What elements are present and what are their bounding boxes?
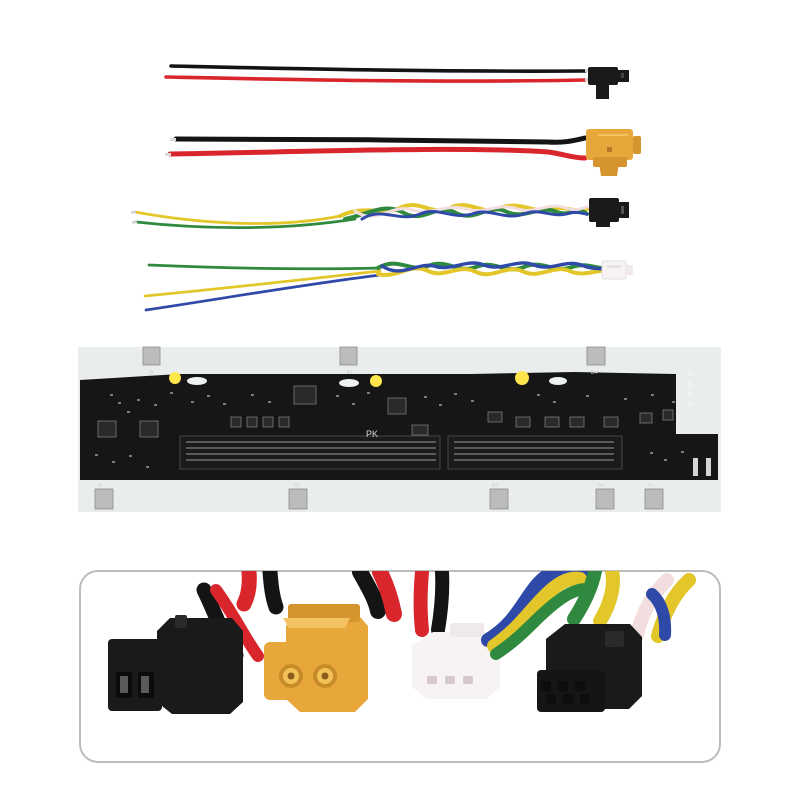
pcb-label-b2: B2	[294, 483, 300, 489]
pcb-label-pk: PK	[366, 429, 378, 439]
pcb-label-pplus: P+	[648, 483, 654, 489]
pcb-label-b4: B4	[591, 370, 597, 376]
pcb-label-b: B	[150, 370, 154, 376]
molex-black-connector-icon	[589, 198, 629, 227]
pcb-label-b3: B3	[492, 483, 498, 489]
pcb-label-bplus: B+	[598, 483, 604, 489]
pcb-label-bminus: B-	[98, 483, 103, 489]
molex-2pin-connector-icon	[108, 615, 243, 714]
molex-2pin-connector-icon	[588, 67, 629, 99]
jst-white-connector-icon	[601, 260, 633, 280]
molex-black-connector-icon	[537, 624, 642, 712]
xt60-connector-icon	[264, 604, 368, 712]
xt60-connector-icon	[586, 129, 641, 176]
pcb-label-b1: B1	[347, 370, 353, 376]
jst-white-connector-icon	[412, 623, 500, 699]
